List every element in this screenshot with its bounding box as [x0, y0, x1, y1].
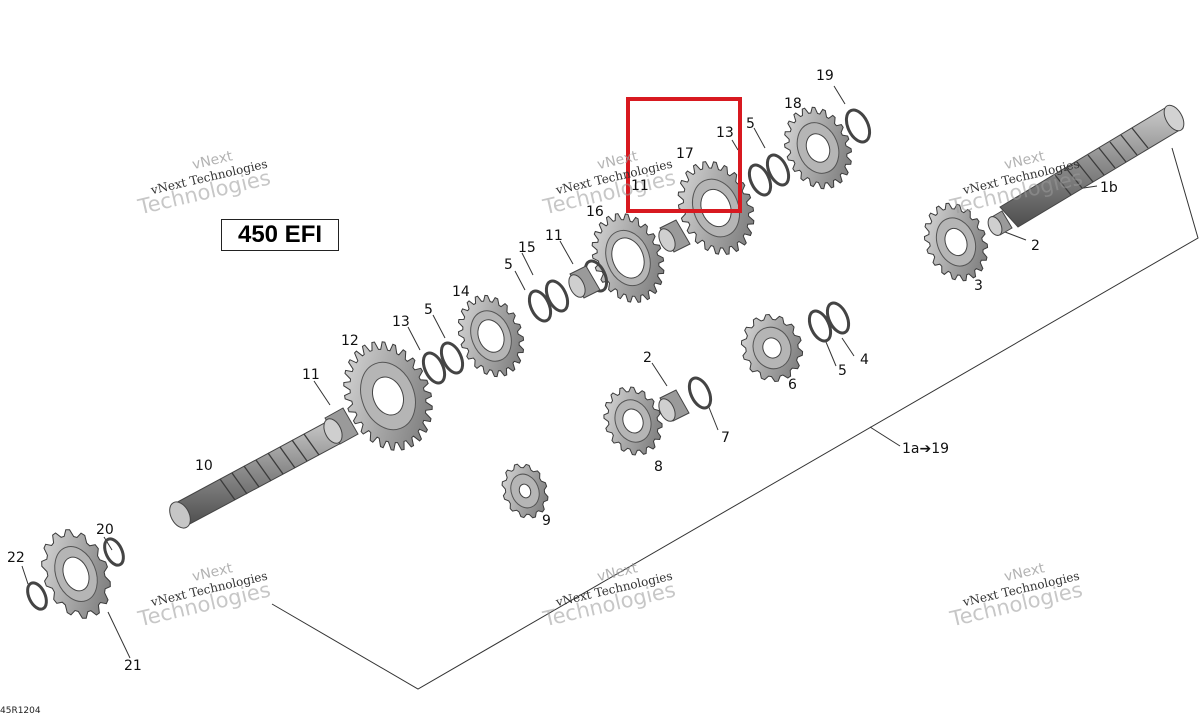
assembly-outline	[271, 147, 1199, 690]
callout-5[interactable]: 5	[504, 257, 513, 273]
gear-16	[591, 213, 665, 303]
callout-3[interactable]: 3	[974, 278, 983, 294]
callout-5[interactable]: 5	[424, 302, 433, 318]
gear-6	[740, 314, 804, 382]
callout-18[interactable]: 18	[784, 96, 802, 112]
gear-14	[457, 294, 525, 378]
callout-10[interactable]: 10	[195, 458, 213, 474]
snap-ring	[844, 108, 872, 144]
callout-7[interactable]: 7	[721, 430, 730, 446]
callout-11[interactable]: 11	[545, 228, 563, 244]
snap-ring	[747, 163, 773, 197]
snap-ring	[825, 301, 851, 335]
callout-8[interactable]: 8	[654, 459, 663, 475]
output-shaft	[999, 104, 1185, 228]
callout-11[interactable]: 11	[302, 367, 320, 383]
gear-9	[501, 463, 549, 519]
gear-8	[603, 386, 663, 456]
callout-5[interactable]: 5	[838, 363, 847, 379]
snap-ring	[765, 153, 791, 187]
snap-ring	[103, 537, 125, 567]
callout-2[interactable]: 2	[643, 350, 652, 366]
callout-4[interactable]: 4	[860, 352, 869, 368]
snap-ring	[26, 581, 48, 611]
callout-13[interactable]: 13	[392, 314, 410, 330]
group-label: 1a➔19	[902, 441, 950, 457]
snap-ring	[807, 309, 833, 343]
snap-ring	[439, 341, 465, 375]
callout-13[interactable]: 13	[716, 125, 734, 141]
callout-16[interactable]: 16	[586, 204, 604, 220]
callout-2[interactable]: 2	[1031, 238, 1040, 254]
gear-group	[41, 106, 989, 619]
gear-17	[677, 161, 755, 255]
snap-ring	[687, 376, 713, 410]
callout-11[interactable]: 11	[631, 178, 649, 194]
callout-20[interactable]: 20	[96, 522, 114, 538]
callout-15[interactable]: 15	[518, 240, 536, 256]
rings-group	[26, 108, 872, 611]
gear-18	[783, 106, 853, 190]
callout-5[interactable]: 5	[746, 116, 755, 132]
model-label: 450 EFI	[221, 219, 339, 251]
callout-6[interactable]: 6	[788, 377, 797, 393]
callout-22[interactable]: 22	[7, 550, 25, 566]
callout-14[interactable]: 14	[452, 284, 470, 300]
callout-19[interactable]: 19	[816, 68, 834, 84]
callout-1b[interactable]: 1b	[1100, 180, 1118, 196]
gear-3	[923, 202, 989, 282]
callout-17[interactable]: 17	[676, 146, 694, 162]
snap-ring	[544, 279, 570, 313]
highlight-box	[626, 97, 742, 213]
leader-lines	[21, 85, 1098, 659]
sprocket-21	[41, 529, 111, 619]
input-shaft	[169, 419, 346, 529]
group-leader	[869, 426, 901, 447]
callout-12[interactable]: 12	[341, 333, 359, 349]
gear-12	[343, 341, 433, 451]
callout-9[interactable]: 9	[542, 513, 551, 529]
callout-21[interactable]: 21	[124, 658, 142, 674]
snap-ring	[527, 289, 553, 323]
drawing-code: 45R1204	[0, 706, 41, 716]
snap-ring	[421, 351, 447, 385]
bushing-group	[323, 210, 1013, 445]
